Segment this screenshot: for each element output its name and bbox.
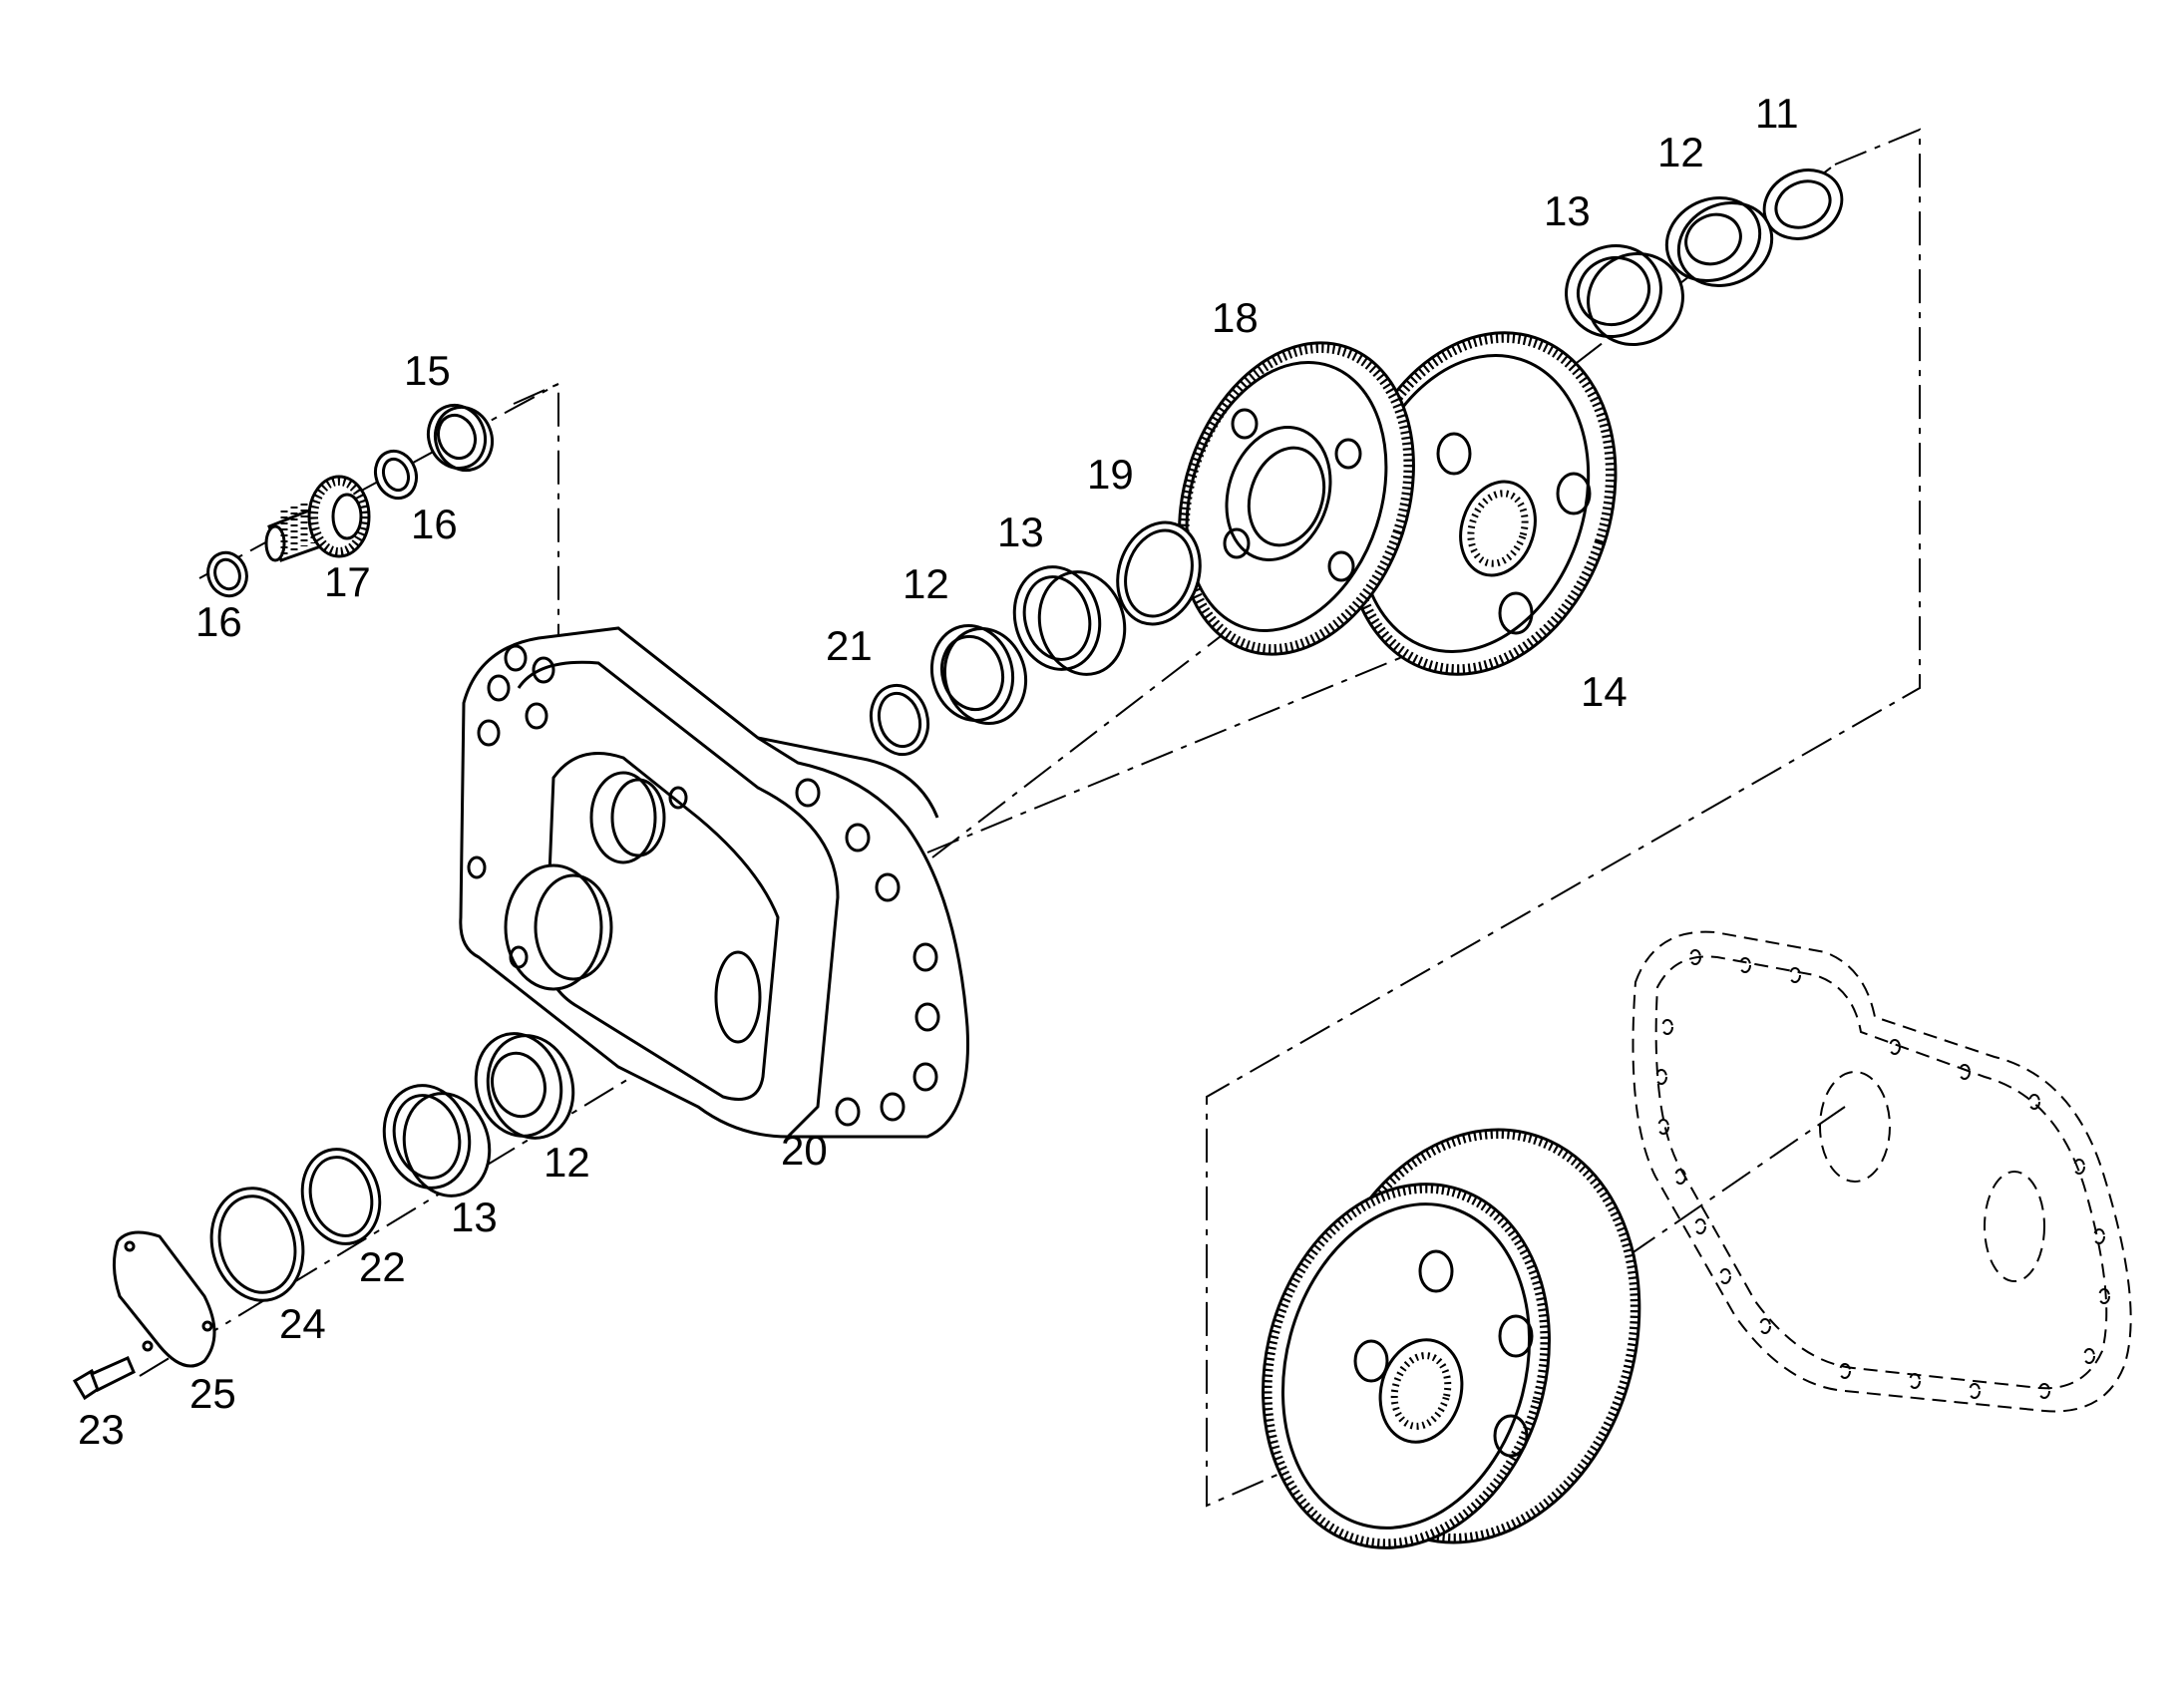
- phantom-bolt-holes: [1655, 949, 2110, 1399]
- label-part-23: 23: [78, 1406, 125, 1453]
- part-15-bearing: [427, 403, 494, 473]
- label-part-12-mid: 12: [903, 560, 949, 607]
- part-25-cover: [113, 1230, 216, 1368]
- assembled-view: [1262, 930, 2132, 1549]
- label-part-12-low: 12: [544, 1139, 590, 1186]
- label-part-13-mid: 13: [997, 509, 1044, 555]
- part-24-ring: [209, 1187, 305, 1302]
- part-23-bolt: [72, 1356, 136, 1401]
- label-part-20: 20: [781, 1127, 828, 1174]
- label-part-12-top: 12: [1657, 129, 1704, 175]
- part-21-ring: [869, 683, 930, 757]
- label-part-14: 14: [1581, 668, 1628, 715]
- label-part-16-left: 16: [195, 598, 242, 645]
- label-part-25: 25: [189, 1370, 236, 1417]
- label-part-13-low: 13: [451, 1194, 498, 1240]
- label-part-22: 22: [359, 1243, 406, 1290]
- part-number-labels: 11 12 13 18 14 19 13 12 21 15 16 17 16 2…: [78, 90, 1799, 1453]
- part-16-right-ring: [373, 449, 419, 501]
- label-part-16-right: 16: [411, 501, 458, 547]
- label-part-21: 21: [826, 622, 873, 669]
- label-part-18: 18: [1212, 294, 1259, 341]
- part-17-pinion-shaft: [264, 475, 371, 562]
- part-12-top-bearing: [1664, 195, 1774, 288]
- housing-bolt-holes: [467, 644, 940, 1127]
- part-12-low-bearing: [474, 1032, 575, 1140]
- part-19-snap-ring: [1116, 520, 1202, 626]
- label-part-11: 11: [1755, 90, 1799, 137]
- part-16-left-ring: [206, 550, 248, 598]
- label-part-17: 17: [324, 558, 371, 605]
- label-part-24: 24: [279, 1300, 326, 1347]
- label-part-13-top: 13: [1544, 187, 1591, 234]
- part-18-gear: [1178, 341, 1415, 656]
- part-13-mid-race: [1012, 565, 1127, 676]
- label-part-15: 15: [404, 347, 451, 394]
- part-20-housing: [459, 626, 969, 1139]
- part-12-mid-bearing: [929, 623, 1028, 726]
- part-13-top-race: [1565, 243, 1684, 347]
- part-13-low-race: [382, 1084, 492, 1197]
- part-22-ring: [300, 1148, 382, 1245]
- label-part-19: 19: [1087, 451, 1134, 498]
